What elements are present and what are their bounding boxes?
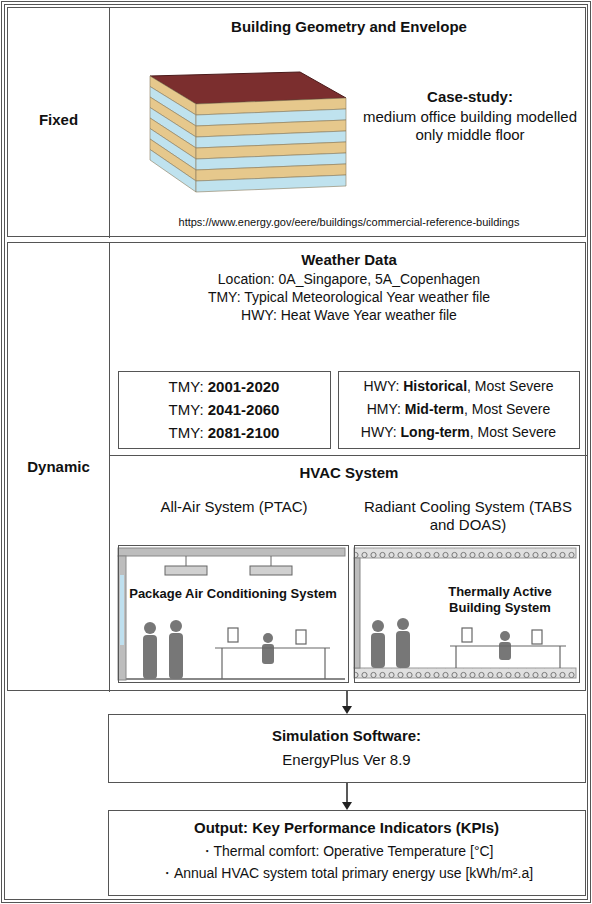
system-box: Radiant Cooling System (TABS and DOAS)Th…	[354, 545, 580, 683]
node-heading: HVAC System	[110, 464, 588, 482]
process-box: Simulation Software: EnergyPlus Ver 8.9	[108, 714, 586, 783]
node-heading: HWY: Historical, Most Severe	[339, 378, 578, 395]
node-text: TMY: 2041-2060	[119, 401, 329, 419]
node-text: medium office building modelled only mid…	[360, 108, 580, 144]
node-heading: Radiant Cooling System (TABS and DOAS)	[363, 498, 573, 534]
node-heading: All-Air System (PTAC)	[149, 498, 319, 516]
node-text: Thermally Active Building System	[425, 584, 575, 615]
building-illustration	[150, 72, 346, 192]
tabs-illustration	[354, 548, 576, 678]
content-cell: Building Geometry and EnvelopeCase-study…	[109, 8, 587, 238]
node-text: ・Annual HVAC system total primary energy…	[109, 865, 584, 882]
node-text: HWY: Heat Wave Year weather file	[110, 307, 588, 324]
list-box: TMY: 2001-2020TMY: 2041-2060TMY: 2081-21…	[118, 371, 331, 449]
node-text: Package Air Conditioning System	[119, 586, 347, 602]
list-box: HWY: Historical, Most SevereHMY: Mid-ter…	[338, 371, 580, 449]
flow-arrow	[342, 691, 352, 714]
content-cell: HVAC SystemAll-Air System (PTAC)Package …	[109, 456, 587, 692]
node-heading: Output: Key Performance Indicators (KPIs…	[109, 819, 584, 837]
content-cell: Weather DataLocation: 0A_Singapore, 5A_C…	[109, 243, 587, 456]
node-text: TMY: Typical Meteorological Year weather…	[110, 289, 588, 306]
node-text: TMY: 2081-2100	[119, 424, 329, 442]
node-text: ・Thermal comfort: Operative Temperature …	[109, 843, 584, 860]
section-box: FixedBuilding Geometry and EnvelopeCase-…	[7, 7, 586, 237]
node-heading: Dynamic	[8, 458, 109, 476]
node-text: HMY: Mid-term, Most Severe	[339, 401, 578, 418]
node-heading: Weather Data	[110, 251, 588, 269]
node-text: EnergyPlus Ver 8.9	[109, 751, 584, 769]
node-text: HWY: Long-term, Most Severe	[339, 424, 578, 441]
ptac-illustration	[118, 548, 345, 680]
node-heading: TMY: 2001-2020	[119, 378, 329, 396]
output-box: Output: Key Performance Indicators (KPIs…	[108, 810, 586, 896]
node-heading: Simulation Software:	[109, 727, 584, 745]
node-text: Case-study:	[360, 88, 580, 106]
node-text: Location: 0A_Singapore, 5A_Copenhagen	[110, 271, 588, 288]
node-heading: Building Geometry and Envelope	[110, 18, 588, 36]
system-box: All-Air System (PTAC)Package Air Conditi…	[118, 545, 349, 683]
flow-arrow	[342, 783, 352, 810]
node-heading: Fixed	[8, 111, 109, 129]
section-box: DynamicWeather DataLocation: 0A_Singapor…	[7, 242, 586, 691]
node-text: https://www.energy.gov/eere/buildings/co…	[110, 216, 588, 229]
